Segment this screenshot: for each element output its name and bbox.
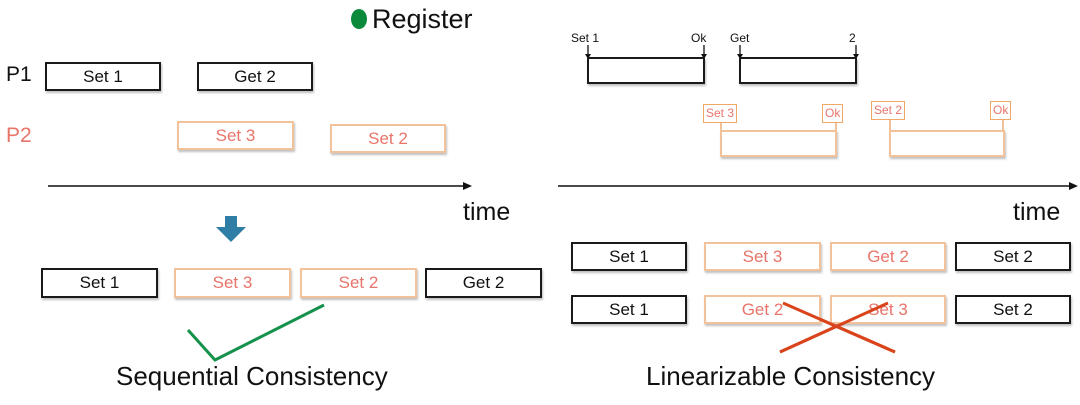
right-time-label: time — [1013, 198, 1061, 226]
p2-op-set-3: Set 3 — [177, 121, 294, 150]
right-time-axis-arrowhead — [1069, 182, 1078, 190]
seq-op-2: Set 3 — [174, 268, 291, 298]
p1-marker-ok: Ok — [691, 31, 707, 45]
p1-interval-set — [587, 57, 705, 84]
p2-interval-set-3 — [720, 130, 837, 157]
p2-invocation-ticks — [720, 119, 1004, 131]
linear-valid-op-1: Set 1 — [571, 242, 687, 271]
linear-valid-op-3: Get 2 — [830, 242, 946, 271]
seq-op-3: Set 2 — [300, 268, 417, 298]
linear-invalid-op-4: Set 2 — [955, 295, 1071, 324]
checkmark-icon — [186, 303, 325, 362]
p2-interval-set-2 — [889, 130, 1005, 157]
process-label-p1: P1 — [6, 63, 32, 86]
p1-interval-get — [739, 57, 857, 84]
register-dot-icon — [351, 9, 367, 29]
diagram-title: Register — [372, 4, 473, 34]
process-label-p2: P2 — [6, 124, 32, 147]
seq-op-4: Get 2 — [425, 268, 542, 298]
p1-marker-get: Get — [730, 31, 750, 45]
seq-op-1: Set 1 — [41, 268, 158, 298]
p2-op-set-2: Set 2 — [330, 124, 446, 153]
linear-valid-op-2: Set 3 — [704, 242, 821, 271]
p1-tick-arrowheads — [585, 54, 859, 59]
linear-invalid-op-2: Get 2 — [704, 295, 821, 324]
p1-marker-set-1: Set 1 — [571, 31, 600, 45]
p2-marker-set-3: Set 3 — [703, 104, 738, 123]
linearizable-consistency-caption: Linearizable Consistency — [646, 361, 936, 391]
linear-valid-op-4: Set 2 — [955, 242, 1071, 271]
sequential-consistency-caption: Sequential Consistency — [116, 361, 388, 391]
down-arrow-icon — [216, 216, 246, 242]
p2-marker-ok-2: Ok — [990, 101, 1012, 120]
left-time-axis-arrowhead — [463, 182, 472, 190]
left-time-label: time — [463, 198, 511, 226]
p1-op-get-2: Get 2 — [197, 62, 313, 91]
linear-invalid-op-1: Set 1 — [571, 295, 687, 324]
p1-marker-2: 2 — [849, 31, 856, 45]
p1-op-set-1: Set 1 — [45, 62, 161, 91]
p2-marker-ok-1: Ok — [822, 104, 844, 123]
p2-marker-set-2: Set 2 — [871, 101, 906, 120]
linear-invalid-op-3: Set 3 — [830, 295, 946, 324]
